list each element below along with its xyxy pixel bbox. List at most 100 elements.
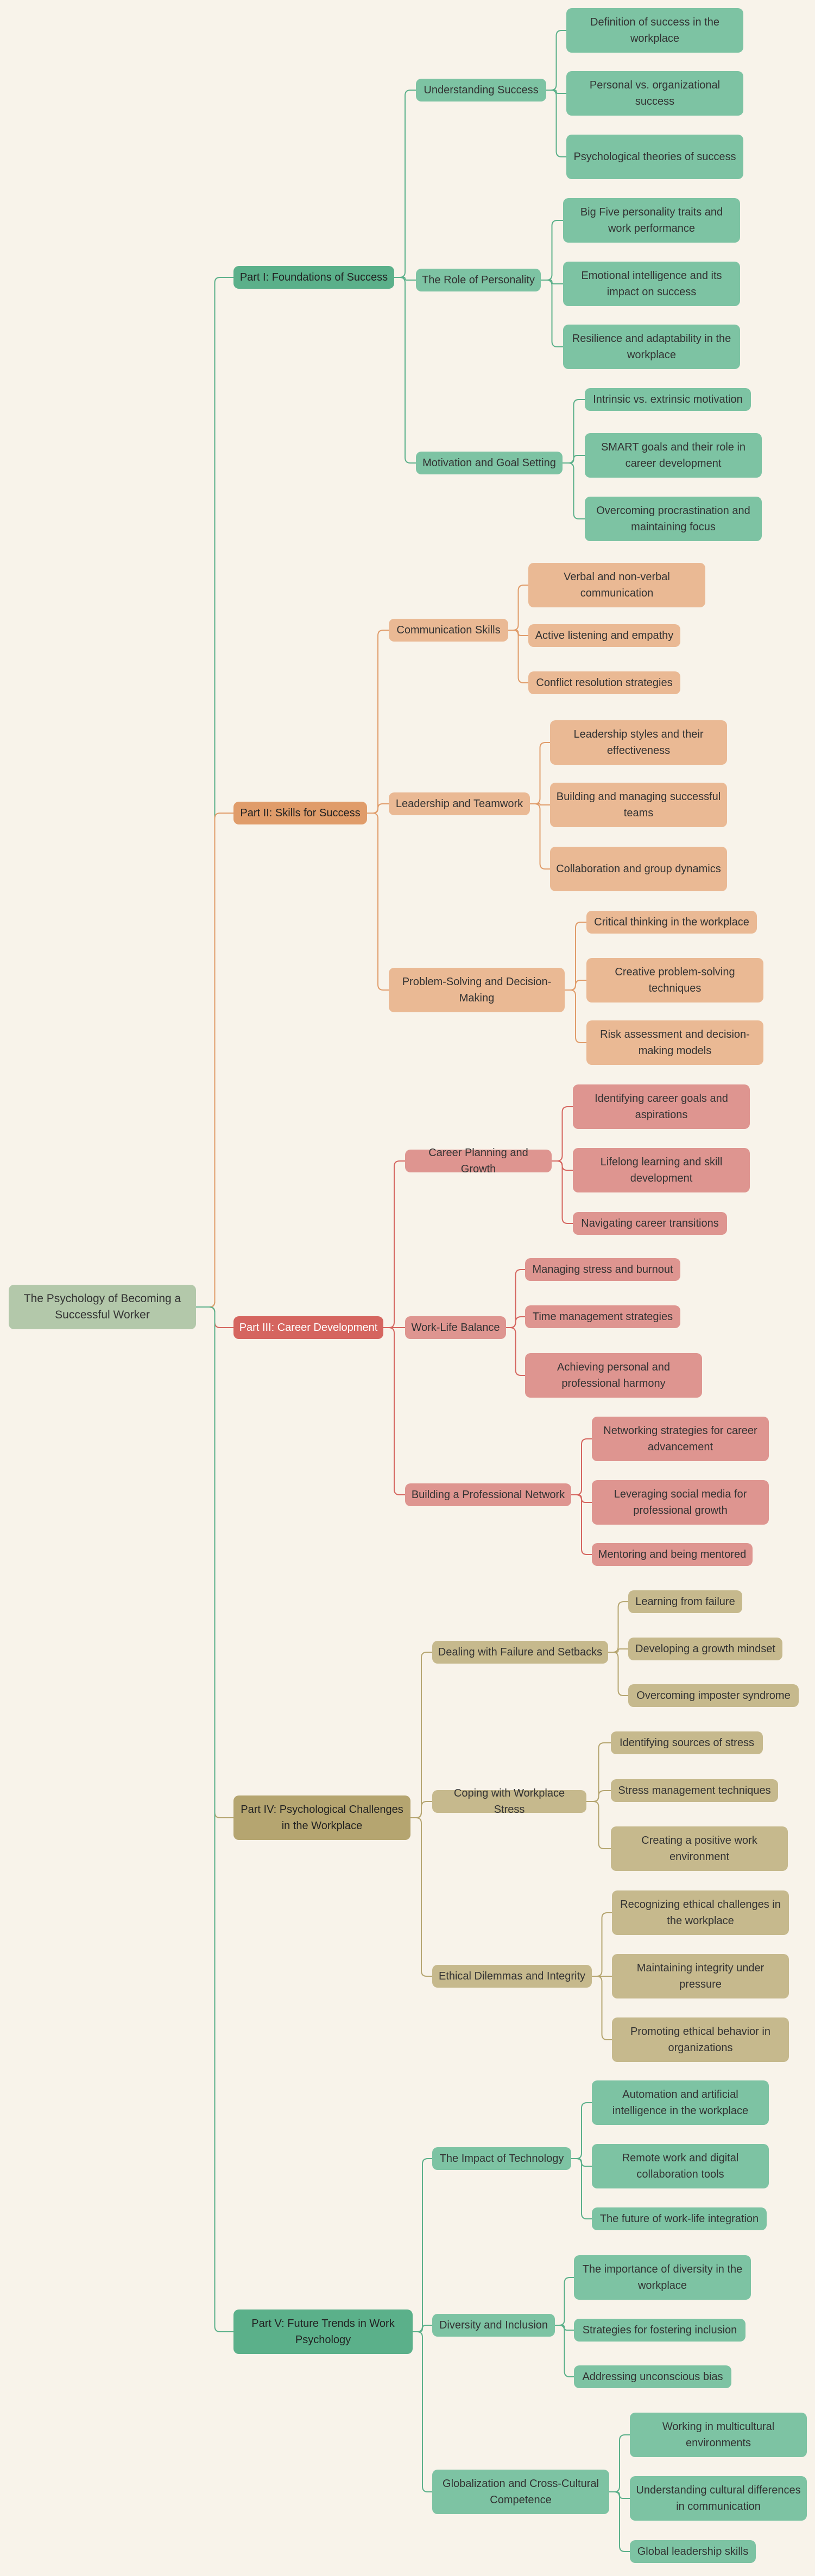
part-node: Part III: Career Development: [233, 1316, 383, 1339]
connector-topic-subtopic: [571, 1494, 592, 1555]
connector-topic-subtopic: [508, 630, 528, 683]
subtopic-node: Developing a growth mindset: [628, 1638, 782, 1660]
connector-part-topic: [394, 277, 416, 464]
subtopic-node: Leadership styles and their effectivenes…: [550, 720, 727, 765]
subtopic-node: Building and managing successful teams: [550, 783, 727, 827]
connector-topic-subtopic: [541, 280, 563, 347]
topic-node: Diversity and Inclusion: [432, 2314, 555, 2337]
subtopic-node: Definition of success in the workplace: [566, 8, 743, 53]
part-node: Part V: Future Trends in Work Psychology: [233, 2309, 413, 2354]
topic-node: Coping with Workplace Stress: [432, 1787, 586, 1816]
connector-part-topic: [410, 1817, 432, 1977]
subtopic-node: Psychological theories of success: [566, 135, 743, 179]
connector-topic-subtopic: [586, 1742, 611, 1802]
connector-topic-subtopic: [608, 1652, 628, 1696]
subtopic-node: SMART goals and their role in career dev…: [585, 433, 762, 478]
subtopic-node: Global leadership skills: [630, 2540, 756, 2563]
topic-node: Globalization and Cross-Cultural Compete…: [432, 2470, 609, 2514]
connector-topic-subtopic: [586, 1801, 611, 1849]
subtopic-node: Identifying career goals and aspirations: [573, 1084, 750, 1129]
topic-node: Leadership and Teamwork: [389, 792, 530, 815]
connector-part-topic: [367, 803, 389, 814]
connector-part-topic: [413, 2331, 432, 2492]
subtopic-node: Overcoming procrastination and maintaini…: [585, 497, 762, 541]
subtopic-node: Creating a positive work environment: [611, 1826, 788, 1871]
connector-topic-subtopic: [530, 803, 550, 805]
root-node: The Psychology of Becoming a Successful …: [9, 1285, 196, 1329]
connector-topic-subtopic: [571, 2158, 592, 2219]
subtopic-node: Overcoming imposter syndrome: [628, 1684, 799, 1707]
subtopic-node: Navigating career transitions: [573, 1212, 727, 1235]
subtopic-node: Stress management techniques: [611, 1779, 778, 1802]
subtopic-node: Achieving personal and professional harm…: [525, 1353, 702, 1398]
subtopic-node: Strategies for fostering inclusion: [574, 2319, 745, 2342]
subtopic-node: Identifying sources of stress: [611, 1731, 763, 1754]
connector-topic-subtopic: [608, 1648, 628, 1653]
subtopic-node: Active listening and empathy: [528, 624, 680, 647]
connector-topic-subtopic: [565, 989, 586, 1043]
subtopic-node: Remote work and digital collaboration to…: [592, 2144, 769, 2188]
connector-topic-subtopic: [563, 462, 585, 519]
subtopic-node: Emotional intelligence and its impact on…: [563, 262, 740, 306]
connector-topic-subtopic: [609, 2434, 630, 2492]
subtopic-node: Leveraging social media for professional…: [592, 1480, 769, 1525]
subtopic-node: Verbal and non-verbal communication: [528, 563, 705, 607]
connector-topic-subtopic: [571, 1438, 592, 1495]
connector-topic-subtopic: [506, 1269, 525, 1328]
topic-node: Dealing with Failure and Setbacks: [432, 1641, 608, 1664]
subtopic-node: Time management strategies: [525, 1305, 680, 1328]
connector-topic-subtopic: [541, 220, 563, 281]
subtopic-node: Understanding cultural differences in co…: [630, 2476, 807, 2521]
connector-topic-subtopic: [552, 1160, 573, 1224]
subtopic-node: Intrinsic vs. extrinsic motivation: [585, 388, 751, 411]
connector-topic-subtopic: [608, 1601, 628, 1653]
connector-root-part: [196, 1306, 233, 2332]
subtopic-node: Personal vs. organizational success: [566, 71, 743, 116]
subtopic-node: Automation and artificial intelligence i…: [592, 2080, 769, 2125]
connector-part-topic: [383, 1160, 405, 1328]
connector-part-topic: [383, 1327, 405, 1495]
topic-node: Communication Skills: [389, 619, 508, 642]
connector-part-topic: [367, 813, 389, 991]
connector-topic-subtopic: [546, 90, 566, 94]
topic-node: Work-Life Balance: [405, 1316, 506, 1339]
topic-node: Ethical Dilemmas and Integrity: [432, 1965, 592, 1988]
subtopic-node: Mentoring and being mentored: [592, 1543, 753, 1566]
connector-part-topic: [410, 1652, 432, 1818]
connector-topic-subtopic: [592, 1976, 612, 2040]
connector-topic-subtopic: [552, 1106, 573, 1162]
subtopic-node: The importance of diversity in the workp…: [574, 2255, 751, 2300]
connector-topic-subtopic: [508, 585, 528, 631]
connector-part-topic: [394, 90, 416, 278]
topic-node: Building a Professional Network: [405, 1483, 571, 1506]
subtopic-node: Recognizing ethical challenges in the wo…: [612, 1890, 789, 1935]
subtopic-node: Addressing unconscious bias: [574, 2365, 731, 2388]
connector-topic-subtopic: [563, 455, 585, 464]
subtopic-node: Risk assessment and decision-making mode…: [586, 1020, 763, 1065]
subtopic-node: Maintaining integrity under pressure: [612, 1954, 789, 1998]
connector-topic-subtopic: [541, 280, 563, 284]
part-node: Part I: Foundations of Success: [233, 266, 394, 289]
connector-topic-subtopic: [530, 742, 550, 804]
connector-topic-subtopic: [592, 1912, 612, 1977]
connector-topic-subtopic: [546, 90, 566, 157]
connector-part-topic: [394, 277, 416, 281]
connector-root-part: [196, 813, 233, 1308]
topic-node: Understanding Success: [416, 79, 546, 101]
subtopic-node: Learning from failure: [628, 1590, 742, 1613]
topic-node: Motivation and Goal Setting: [416, 452, 563, 474]
connector-topic-subtopic: [563, 399, 585, 464]
connector-topic-subtopic: [555, 2277, 574, 2326]
subtopic-node: The future of work-life integration: [592, 2207, 767, 2230]
part-node: Part IV: Psychological Challenges in the…: [233, 1795, 410, 1840]
connector-topic-subtopic: [506, 1327, 525, 1376]
connector-part-topic: [413, 2158, 432, 2332]
subtopic-node: Resilience and adaptability in the workp…: [563, 325, 740, 369]
connector-topic-subtopic: [609, 2491, 630, 2552]
subtopic-node: Working in multicultural environments: [630, 2413, 807, 2457]
subtopic-node: Critical thinking in the workplace: [586, 911, 757, 934]
connector-part-topic: [367, 630, 389, 814]
subtopic-node: Lifelong learning and skill development: [573, 1148, 750, 1192]
